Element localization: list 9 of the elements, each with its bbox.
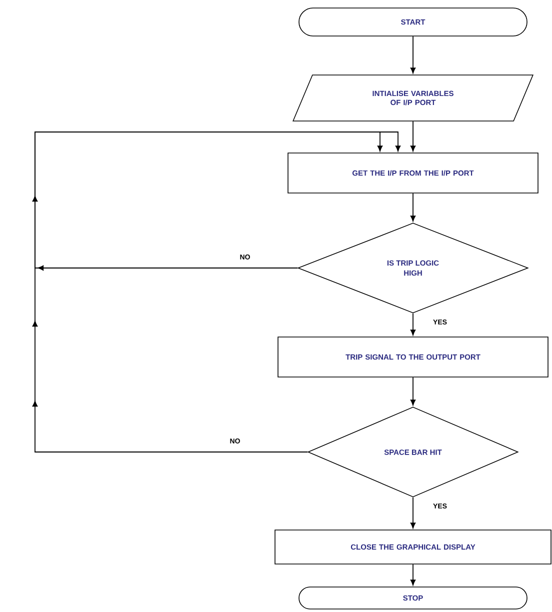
arrow	[410, 192, 416, 222]
arrow	[32, 132, 383, 452]
arrow	[410, 312, 416, 336]
arrow	[410, 120, 416, 152]
arrow	[410, 36, 416, 74]
arrow	[410, 376, 416, 406]
arrow	[32, 132, 401, 271]
arrow	[410, 564, 416, 586]
arrow	[410, 496, 416, 528]
